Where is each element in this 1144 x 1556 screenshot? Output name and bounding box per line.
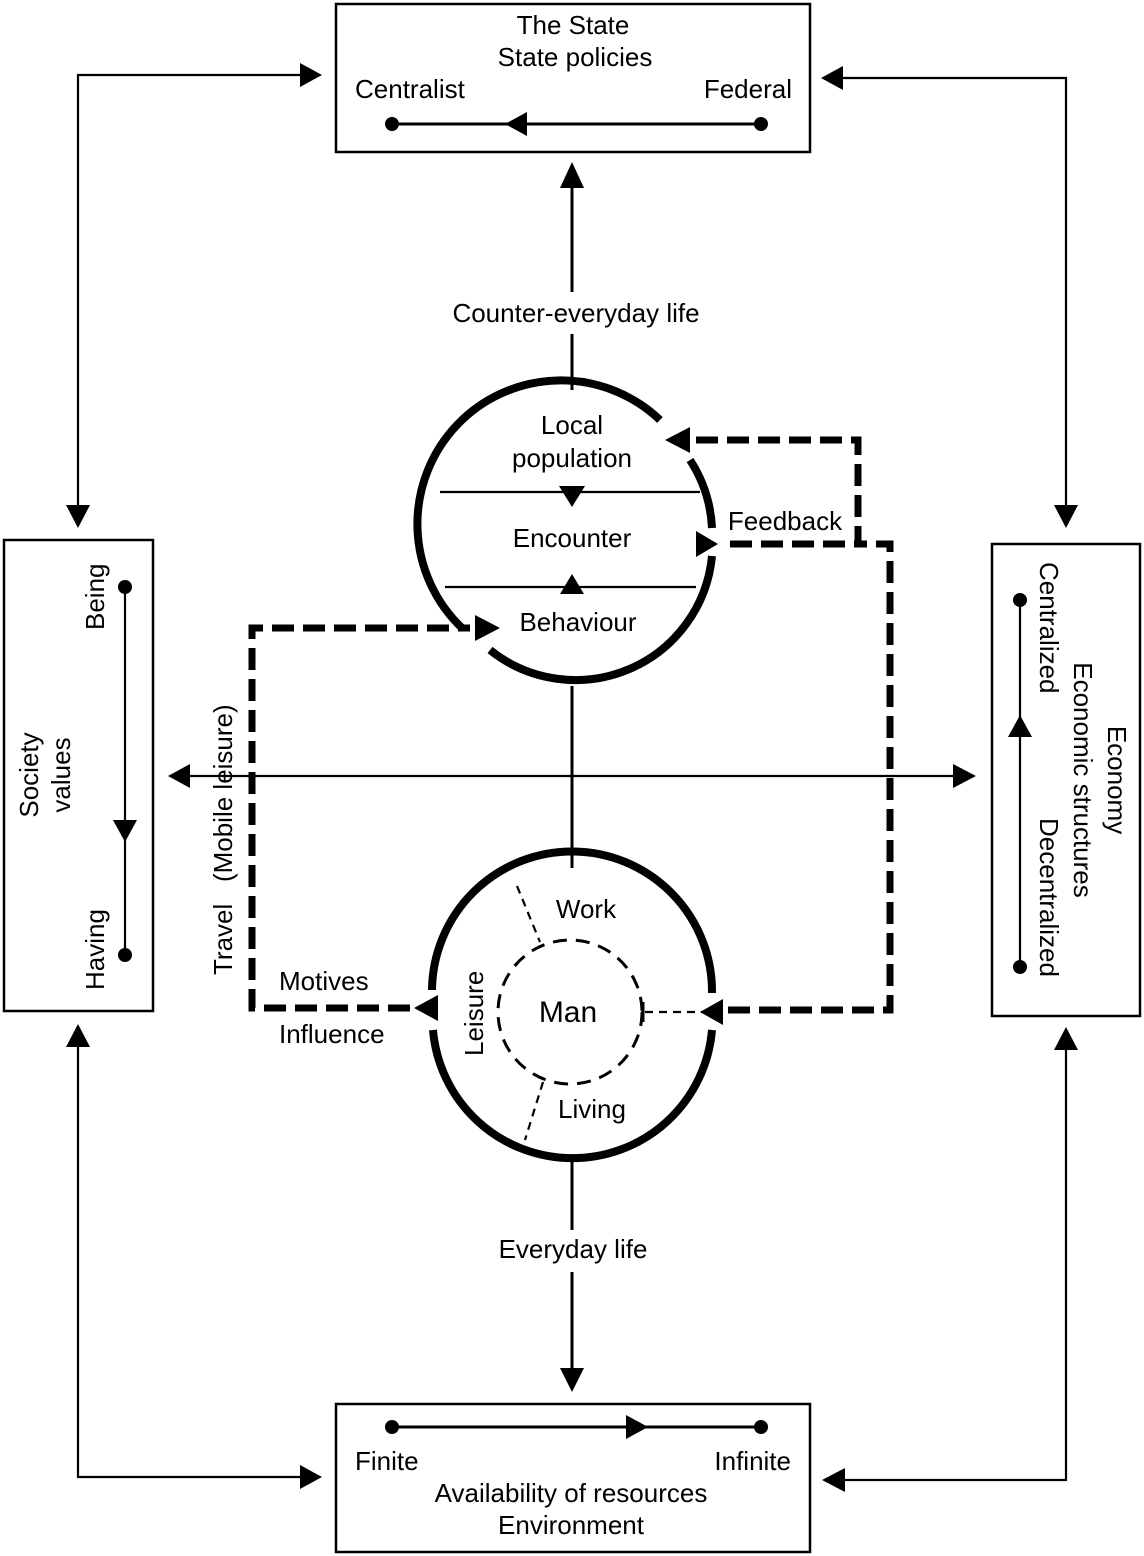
man-circle: Work Man Living Leisure	[428, 847, 717, 1163]
society-box: Society values Being Having	[2, 538, 155, 1013]
arrowhead-right-icon	[300, 63, 322, 87]
environment-pole-infinite: Infinite	[714, 1446, 791, 1476]
economy-pole-decentralized: Decentralized	[1034, 818, 1064, 977]
arrowhead-down-icon	[1054, 505, 1078, 528]
connector-economy-environment	[830, 1042, 1068, 1482]
living-leisure-divider	[523, 1081, 545, 1141]
environment-title: Environment	[498, 1510, 645, 1540]
economy-pole-centralized: Centralized	[1034, 562, 1064, 694]
environment-box: Finite Infinite Availability of resource…	[334, 1402, 812, 1554]
living-label: Living	[558, 1094, 626, 1124]
counter-everyday-label: Counter-everyday life	[452, 298, 699, 328]
environment-direction-arrow-icon	[626, 1415, 648, 1439]
central-axes	[168, 162, 976, 1392]
society-dot-being	[118, 580, 132, 594]
connector-society-environment	[76, 1042, 318, 1479]
arrowhead-left-icon	[665, 427, 690, 453]
motives-label: Motives	[279, 966, 369, 996]
arrowhead-right-icon	[696, 531, 718, 557]
local-population-label-line1: Local	[541, 410, 603, 440]
encounter-circle-arc-right	[686, 457, 716, 529]
work-label: Work	[556, 894, 617, 924]
economy-direction-arrow-icon	[1008, 715, 1032, 737]
travel-mobile-leisure-label: Travel (Mobile leisure)	[208, 704, 238, 975]
state-box: The State State policies Centralist Fede…	[334, 2, 812, 154]
state-subtitle: State policies	[498, 42, 653, 72]
work-leisure-divider	[515, 885, 542, 943]
arrowhead-left-icon	[700, 999, 723, 1025]
man-outer-arc-bottom	[429, 1029, 716, 1163]
man-label: Man	[539, 996, 597, 1029]
state-dot-centralist	[385, 117, 399, 131]
society-subtitle: values	[46, 737, 76, 812]
society-direction-arrow-icon	[113, 820, 137, 842]
connector-state-economy	[830, 76, 1068, 510]
everyday-label: Everyday life	[499, 1234, 648, 1264]
economy-dot-centralized	[1013, 593, 1027, 607]
state-title: The State	[517, 10, 630, 40]
environment-pole-finite: Finite	[355, 1446, 419, 1476]
arrowhead-up-icon	[560, 162, 584, 188]
travel-loop-left	[248, 624, 470, 1012]
feedback-label: Feedback	[728, 506, 843, 536]
feedback-loop-upper	[690, 436, 862, 548]
arrowhead-right-icon	[475, 615, 500, 641]
arrowhead-left-icon	[822, 1468, 845, 1492]
encounter-label: Encounter	[513, 523, 632, 553]
feedback-loop-right	[728, 540, 894, 1014]
arrowhead-right-icon	[300, 1465, 322, 1489]
society-title: Society	[14, 732, 44, 817]
connector-state-society	[76, 73, 318, 510]
economy-subtitle: Economic structures	[1068, 662, 1098, 898]
arrowhead-right-icon	[953, 764, 976, 788]
arrowhead-up-icon	[560, 574, 584, 594]
local-population-label-line2: population	[512, 443, 632, 473]
economy-box: Economy Economic structures Centralized …	[990, 542, 1142, 1018]
man-outer-arc-top	[428, 847, 717, 994]
leisure-label: Leisure	[459, 971, 489, 1056]
feedback-loops	[248, 427, 894, 1025]
encounter-circle: Local population Encounter Behaviour	[413, 376, 716, 685]
arrowhead-left-icon	[168, 764, 190, 788]
arrowhead-down-icon	[560, 1368, 584, 1392]
society-pole-being: Being	[80, 564, 110, 631]
economy-dot-decentralized	[1013, 960, 1027, 974]
arrowhead-up-icon	[66, 1024, 90, 1047]
encounter-circle-arc-left	[413, 376, 663, 631]
behaviour-label: Behaviour	[519, 607, 636, 637]
arrowhead-left-icon	[414, 995, 438, 1021]
environment-subtitle: Availability of resources	[435, 1478, 708, 1508]
society-dot-having	[118, 948, 132, 962]
state-pole-centralist: Centralist	[355, 74, 466, 104]
arrowhead-down-icon	[66, 505, 90, 528]
influence-label: Influence	[279, 1019, 385, 1049]
environment-dot-infinite	[754, 1420, 768, 1434]
state-dot-federal	[754, 117, 768, 131]
corner-connectors	[66, 63, 1078, 1492]
arrowhead-down-icon	[559, 486, 585, 507]
state-direction-arrow-icon	[505, 112, 527, 136]
society-pole-having: Having	[80, 909, 110, 990]
state-pole-federal: Federal	[704, 74, 792, 104]
environment-dot-finite	[385, 1420, 399, 1434]
arrowhead-up-icon	[1054, 1027, 1078, 1050]
encounter-circle-arc-bottom	[487, 555, 716, 685]
arrowhead-left-icon	[821, 66, 843, 90]
economy-title: Economy	[1102, 726, 1132, 834]
